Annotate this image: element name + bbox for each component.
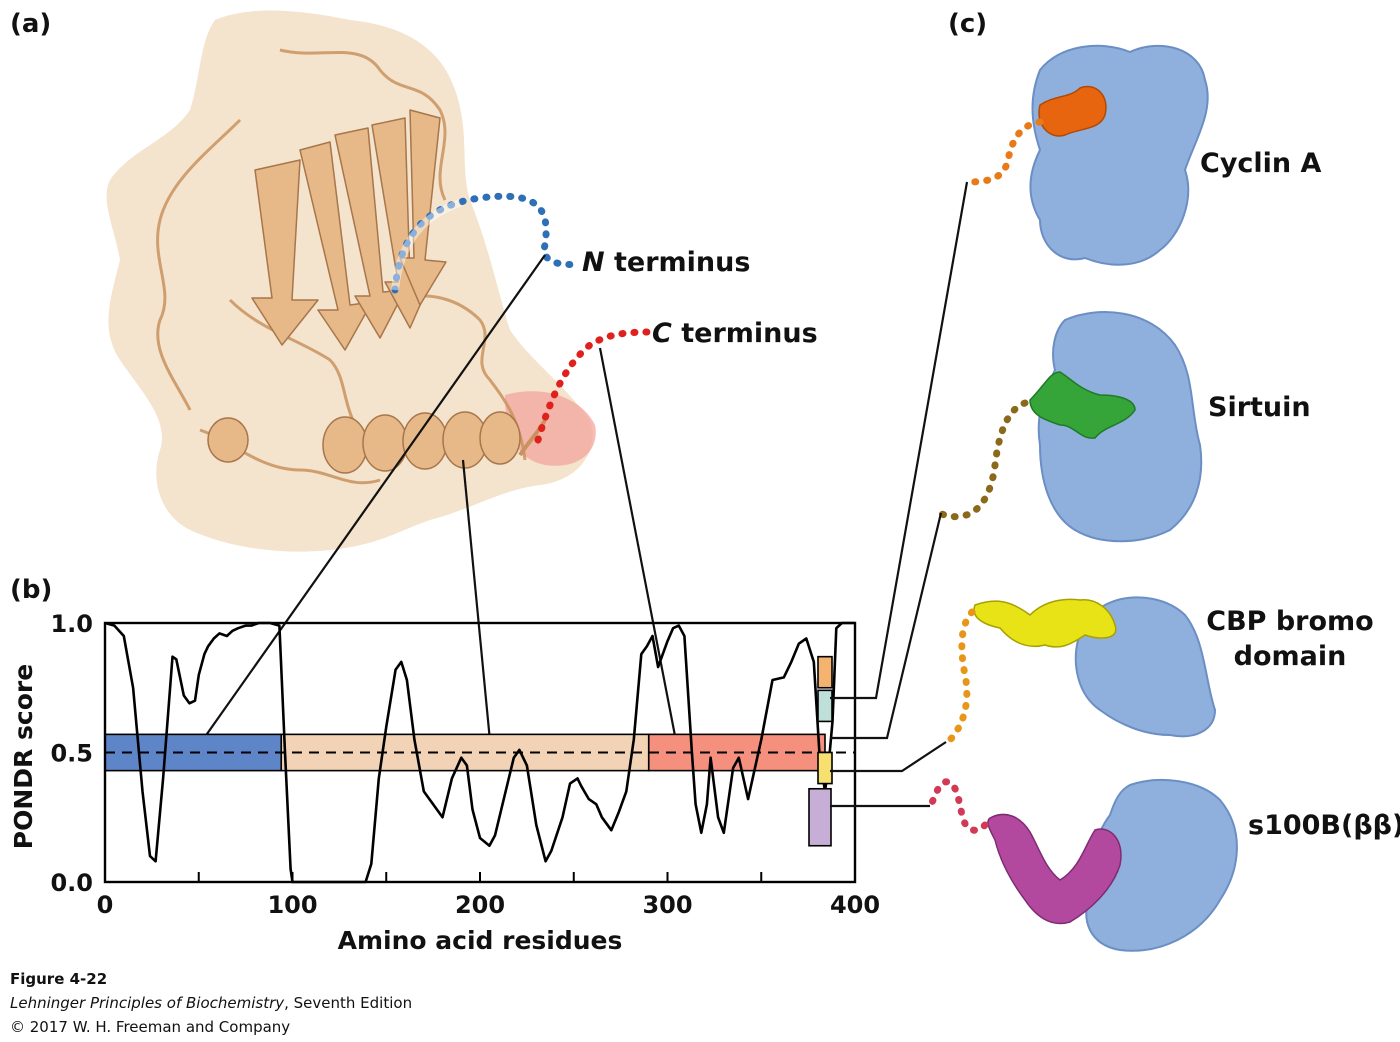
pondr-chart: 0 100 200 300 400 0.0 0.5 1.0 Amino acid resid… — [9, 610, 880, 955]
cyclin-a-peptide — [1038, 85, 1107, 137]
alpha-helix — [322, 411, 521, 474]
y-axis-title: PONDR score — [9, 664, 38, 849]
x-tick-label: 400 — [830, 891, 880, 919]
panel-b-label: (b) — [10, 575, 52, 605]
sirtuin-label: Sirtuin — [1208, 392, 1311, 423]
y-tick-label: 0.5 — [50, 740, 93, 768]
pondr-score-line — [104, 621, 855, 884]
s100b-label: s100B(ββ) — [1248, 810, 1400, 841]
protein-structure — [106, 10, 596, 552]
n-terminus-tail — [391, 192, 582, 294]
binding-marker-2 — [817, 751, 833, 785]
cbp-bromo-complex: CBP bromo domain — [944, 596, 1374, 746]
sirtuin-complex: Sirtuin — [936, 311, 1311, 543]
panel-a-label: (a) — [10, 9, 51, 39]
y-tick-label: 1.0 — [50, 610, 93, 638]
sirtuin-surface — [1037, 311, 1203, 543]
leader-lines-a — [201, 254, 678, 742]
cbp-peptide — [973, 598, 1117, 648]
sirtuin-peptide — [1029, 371, 1136, 439]
s100b-peptide — [987, 813, 1122, 925]
s100b-complex: s100B(ββ) — [926, 778, 1400, 952]
binding-marker-3 — [808, 787, 832, 847]
small-helix — [207, 417, 249, 463]
cbp-bromo-label-line2: domain — [1234, 641, 1347, 672]
panel-c-label: (c) — [948, 9, 987, 39]
y-tick-label: 0.0 — [50, 869, 93, 897]
c-terminus-label: C terminus — [652, 318, 818, 349]
copyright-line: © 2017 W. H. Freeman and Company — [10, 1018, 291, 1036]
protein-loops — [156, 48, 527, 485]
cyclin-a-complex: Cyclin A — [964, 44, 1322, 266]
x-tick-label: 300 — [642, 891, 692, 919]
cyclin-a-surface — [1029, 44, 1209, 266]
beta-sheet — [251, 109, 447, 351]
s100b-surface — [1085, 779, 1238, 952]
marker-connectors — [830, 181, 969, 808]
x-tick-label: 200 — [455, 891, 505, 919]
n-terminus-label: N terminus — [582, 247, 750, 278]
binding-marker-1 — [817, 689, 833, 723]
cbp-bromo-label-line1: CBP bromo — [1206, 606, 1373, 637]
binding-marker-0 — [817, 655, 833, 689]
x-axis-title: Amino acid residues — [338, 926, 623, 955]
c-terminus-tail — [534, 328, 659, 444]
book-citation: Lehninger Principles of Biochemistry, Se… — [10, 994, 413, 1012]
cyclin-a-label: Cyclin A — [1200, 148, 1322, 179]
region-band-0 — [104, 733, 283, 772]
x-tick-label: 0 — [97, 891, 114, 919]
figure-number: Figure 4-22 — [10, 970, 108, 988]
x-tick-label: 100 — [267, 891, 317, 919]
